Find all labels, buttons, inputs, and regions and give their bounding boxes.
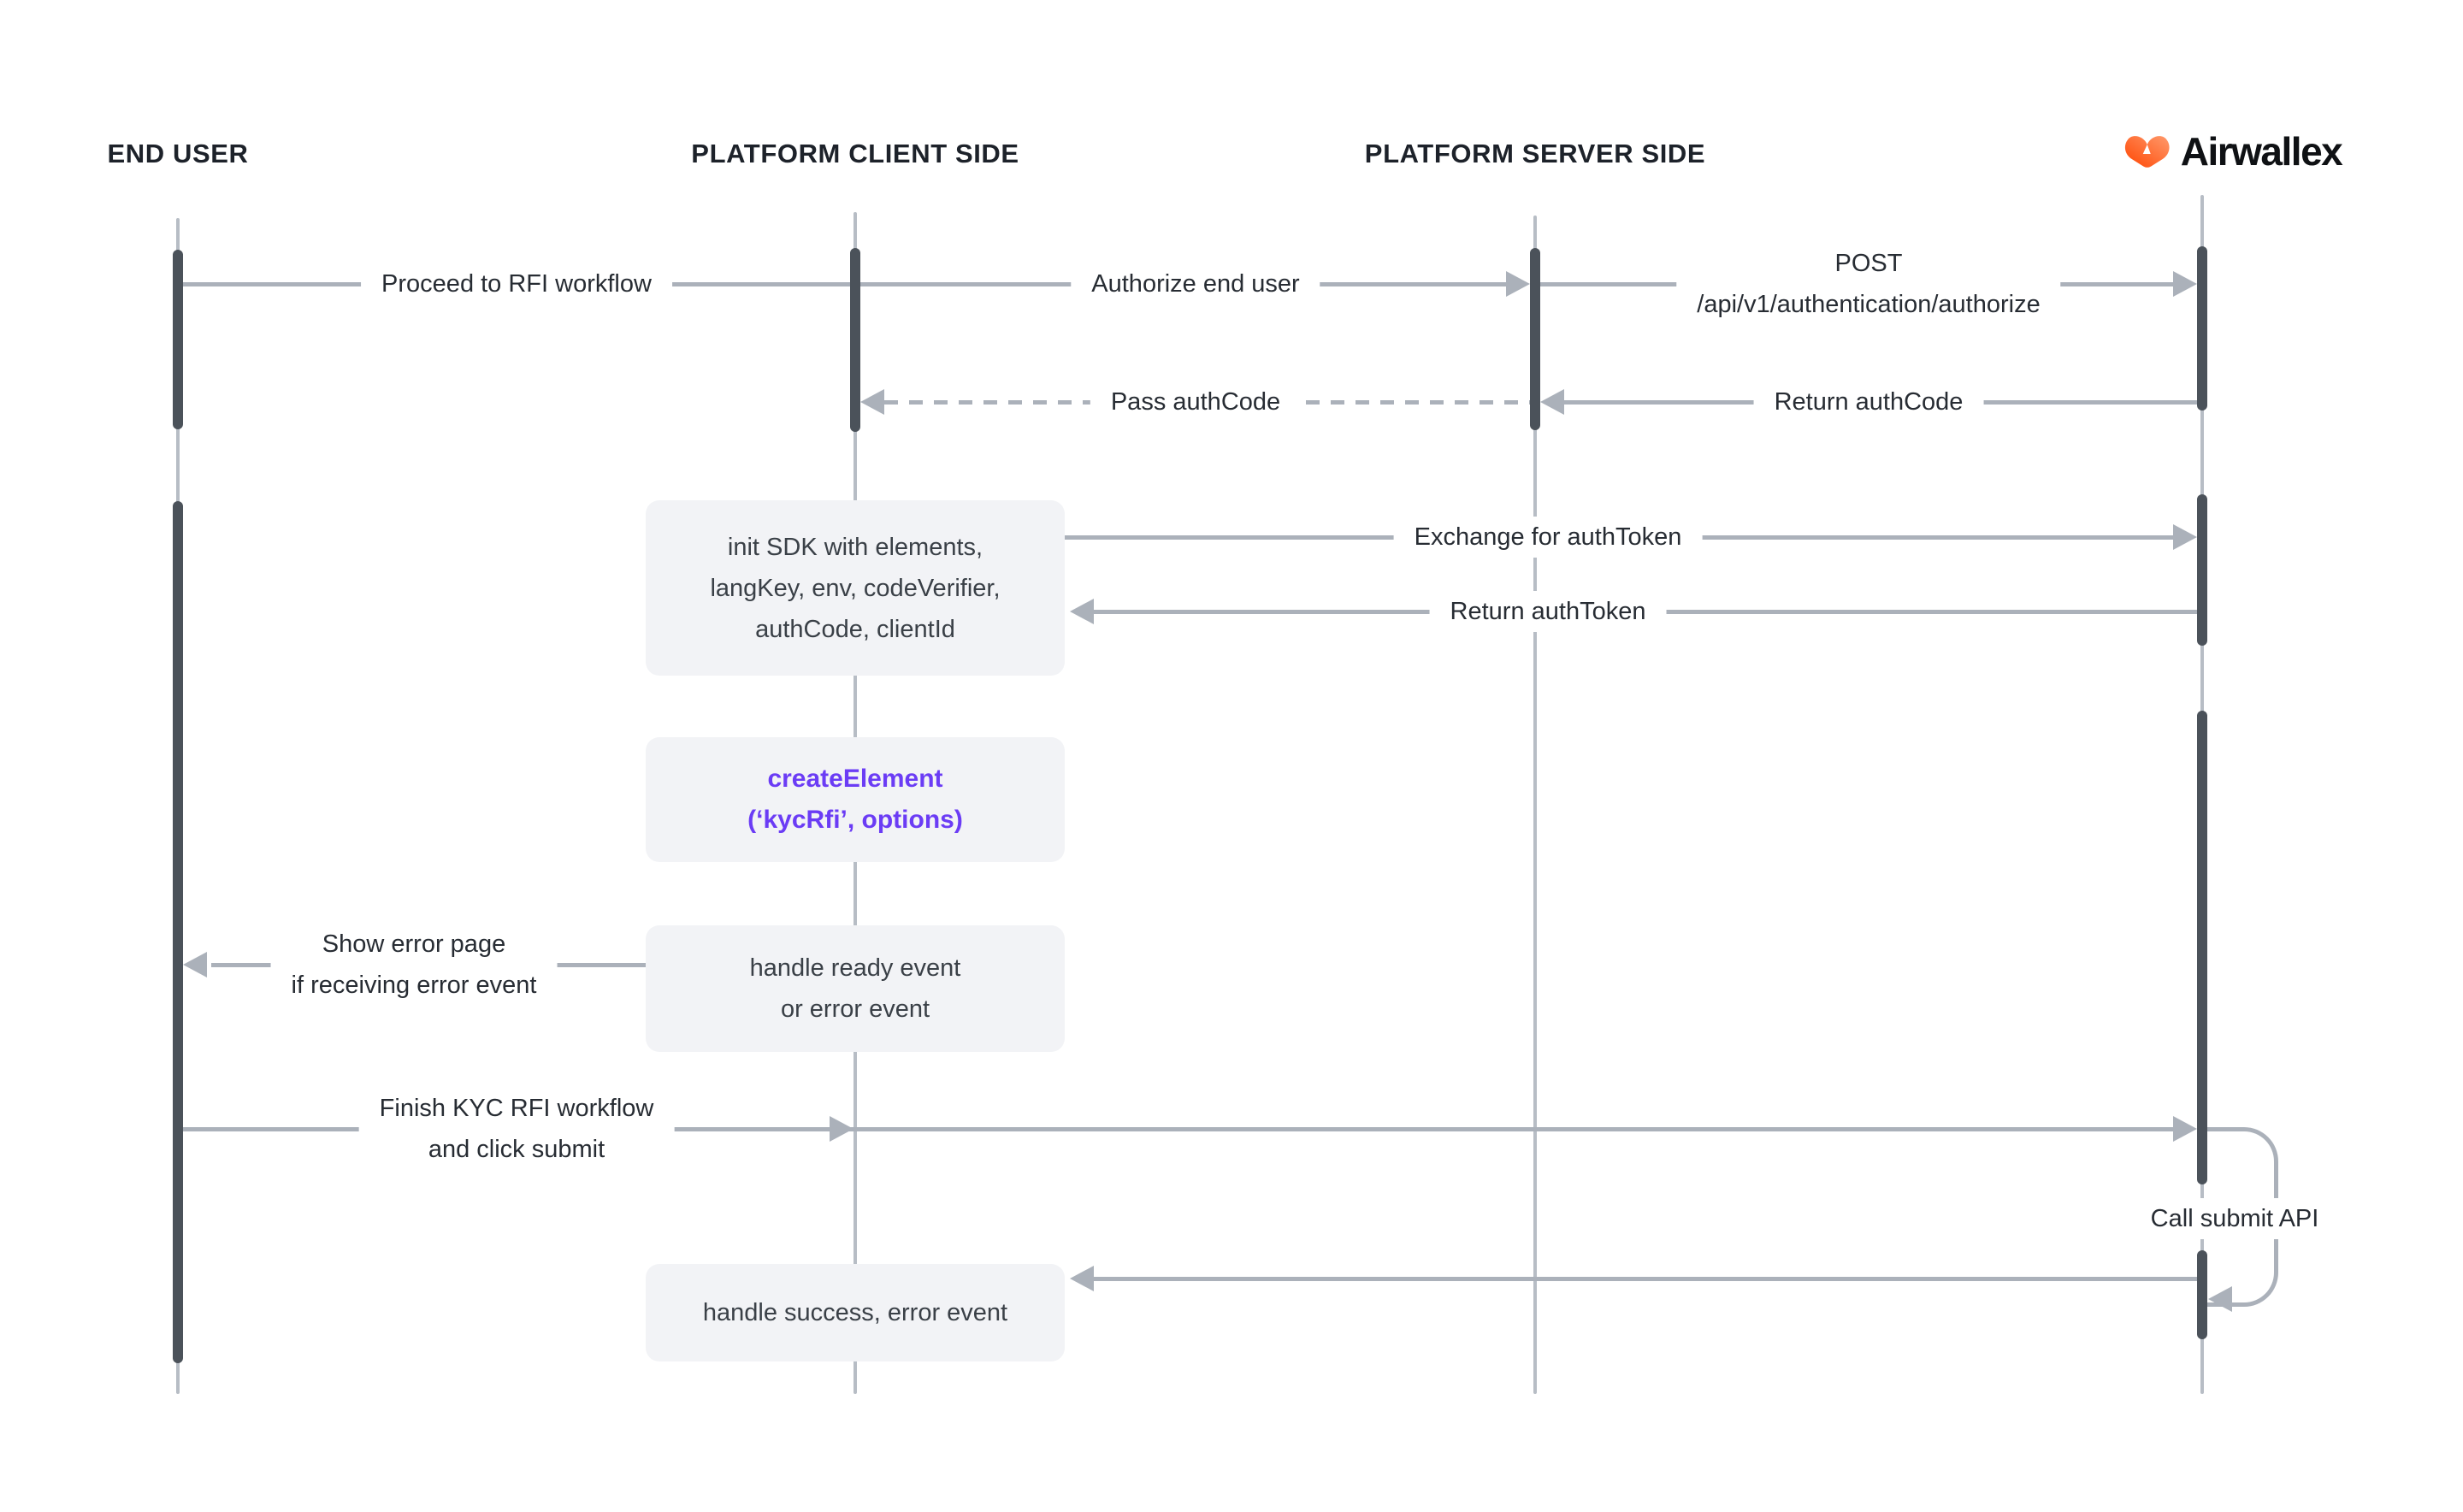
participant-end-user: END USER	[107, 139, 249, 168]
box-handle-success: handle success, error event	[646, 1264, 1065, 1361]
airwallex-wordmark: Airwallex	[2180, 129, 2343, 174]
arrowhead-handle-success	[1070, 1266, 1094, 1291]
arrow-line-finish-kyc	[182, 1127, 2175, 1131]
box-handle-ready: handle ready event or error event	[646, 925, 1065, 1052]
activation-airwallex-3	[2197, 711, 2207, 1184]
airwallex-logo-icon	[2123, 129, 2172, 174]
box-create-element-line1: createElement	[767, 765, 943, 793]
activation-client-1	[850, 248, 860, 432]
arrowhead-post-authorize	[2173, 271, 2197, 297]
activation-airwallex-4	[2197, 1250, 2207, 1339]
arrowhead-finish-kyc-airwallex	[2173, 1116, 2197, 1142]
message-call-submit: Call submit API	[2129, 1198, 2340, 1239]
airwallex-logo: Airwallex	[2123, 128, 2343, 174]
message-exchange-authtoken: Exchange for authToken	[1393, 517, 1703, 558]
arrowhead-show-error	[183, 952, 207, 977]
activation-end-user-1	[173, 250, 183, 429]
message-post-method: POST	[1834, 250, 1903, 277]
message-return-authtoken: Return authToken	[1429, 591, 1667, 632]
box-handle-ready-line1: handle ready event	[749, 954, 961, 982]
activation-airwallex-1	[2197, 246, 2207, 410]
message-finish-kyc-line1: Finish KYC RFI workflow	[379, 1095, 654, 1122]
message-finish-kyc: Finish KYC RFI workflow and click submit	[358, 1088, 675, 1170]
activation-airwallex-2	[2197, 494, 2207, 646]
box-init-sdk-line2: langKey, env, codeVerifier,	[710, 574, 1001, 602]
box-create-element-line2: (‘kycRfi’, options)	[747, 806, 963, 834]
message-post-authorize: POST /api/v1/authentication/authorize	[1676, 243, 2061, 325]
message-pass-authcode: Pass authCode	[1090, 381, 1302, 422]
arrowhead-authorize-end-user	[1506, 271, 1530, 297]
box-init-sdk-line1: init SDK with elements,	[727, 533, 983, 561]
arrowhead-finish-kyc-client	[830, 1116, 853, 1142]
arrow-line-proceed-authorize	[182, 282, 1508, 286]
arrowhead-exchange-authtoken	[2173, 524, 2197, 550]
message-post-path: /api/v1/authentication/authorize	[1697, 291, 2041, 318]
message-proceed-rfi: Proceed to RFI workflow	[361, 263, 672, 304]
arrowhead-return-authtoken	[1070, 599, 1094, 624]
activation-end-user-2	[173, 501, 183, 1363]
box-init-sdk: init SDK with elements, langKey, env, co…	[646, 500, 1065, 676]
message-show-error-line1: Show error page	[322, 930, 506, 958]
activation-server-1	[1530, 248, 1540, 430]
box-handle-success-line1: handle success, error event	[702, 1299, 1008, 1326]
box-init-sdk-line3: authCode, clientId	[755, 615, 955, 643]
participant-platform-client: PLATFORM CLIENT SIDE	[691, 139, 1019, 168]
box-create-element: createElement (‘kycRfi’, options)	[646, 737, 1065, 862]
participant-platform-server: PLATFORM SERVER SIDE	[1364, 139, 1706, 168]
arrow-line-handle-success	[1094, 1277, 2197, 1281]
arrowhead-pass-authcode	[860, 389, 884, 415]
message-finish-kyc-line2: and click submit	[428, 1136, 605, 1163]
lifeline-platform-server	[1533, 216, 1537, 1394]
message-return-authcode: Return authCode	[1753, 381, 1984, 422]
box-handle-ready-line2: or error event	[780, 995, 930, 1023]
arrowhead-call-submit	[2208, 1286, 2232, 1312]
message-show-error: Show error page if receiving error event	[270, 924, 558, 1006]
arrowhead-return-authcode	[1540, 389, 1564, 415]
message-show-error-line2: if receiving error event	[291, 972, 537, 999]
message-authorize-end-user: Authorize end user	[1071, 263, 1320, 304]
